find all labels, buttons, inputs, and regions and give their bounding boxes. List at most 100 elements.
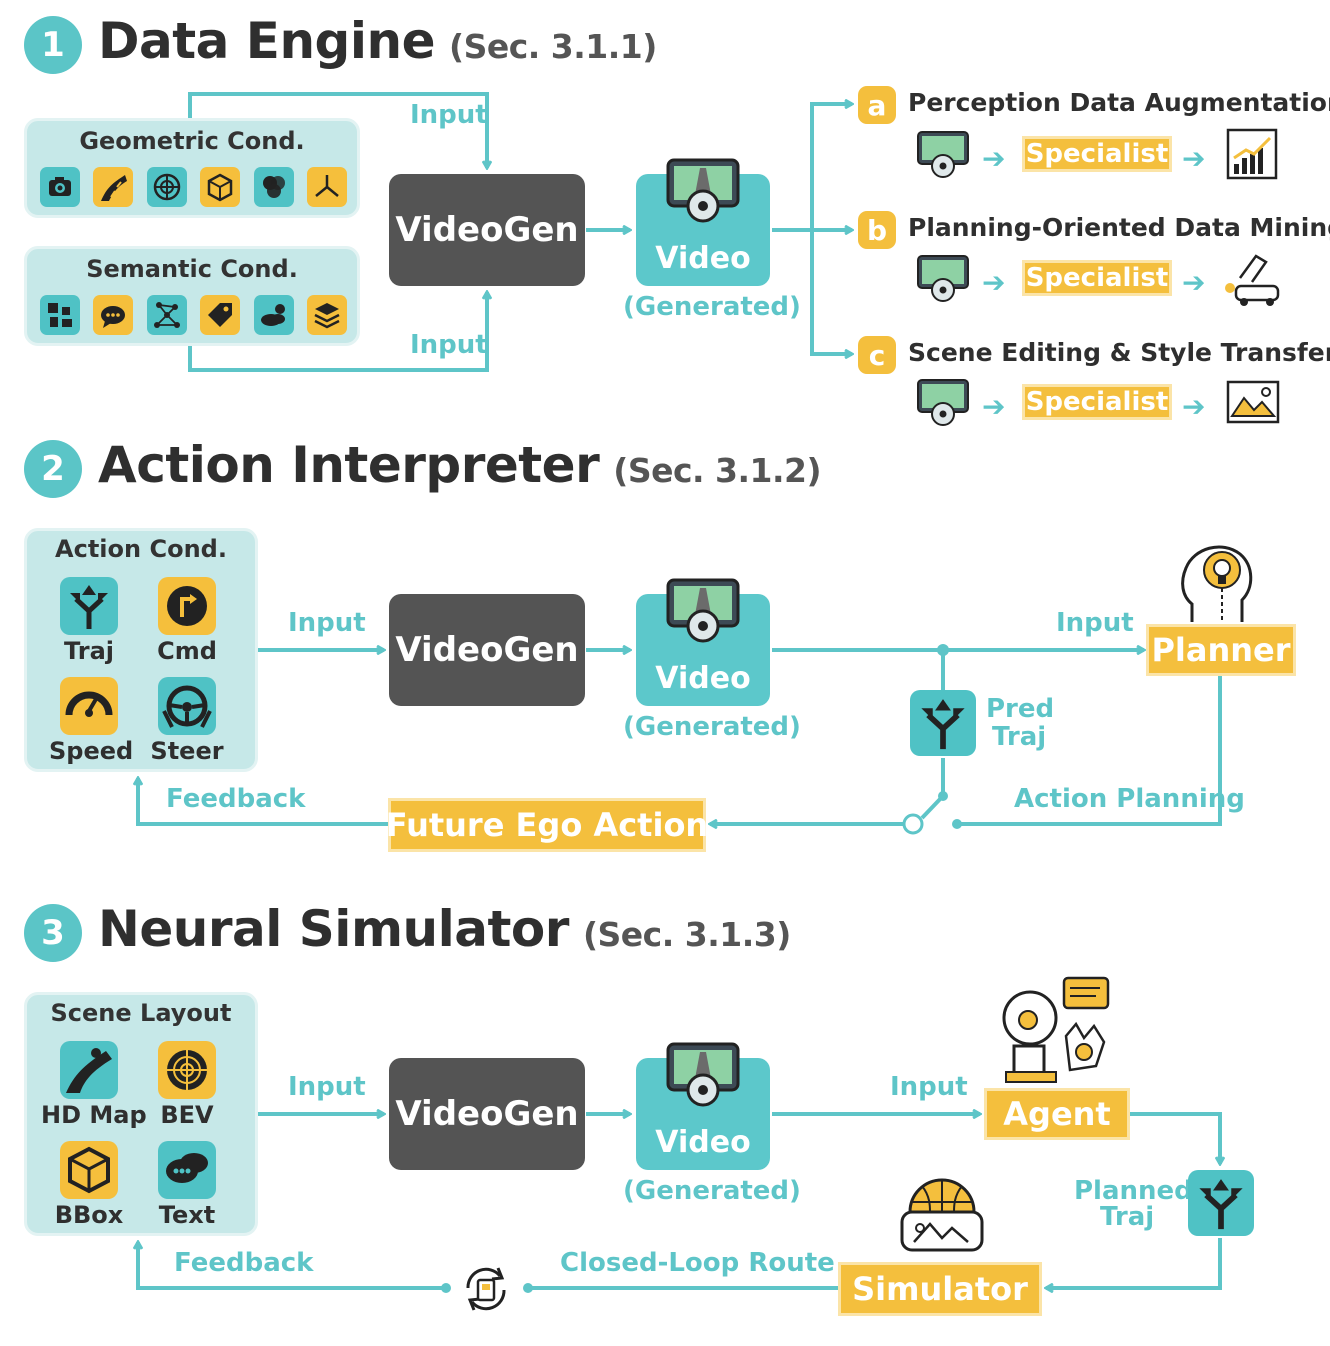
segmentation-icon bbox=[40, 295, 80, 335]
section-3-video-label: Video bbox=[655, 1125, 751, 1160]
task-b-badge: b bbox=[858, 211, 896, 249]
action-planning-label: Action Planning bbox=[1014, 784, 1245, 814]
trajectory-icon bbox=[60, 577, 118, 635]
task-b-label: Planning-Oriented Data Mining bbox=[908, 213, 1330, 242]
refresh-route-icon bbox=[458, 1262, 514, 1320]
section-1-title-text: Data Engine bbox=[98, 12, 435, 70]
dashcam-icon bbox=[666, 158, 740, 223]
globe-simulator-icon bbox=[896, 1166, 988, 1262]
picture-frame-icon bbox=[1222, 376, 1284, 432]
section-3-video-box: Video bbox=[636, 1042, 770, 1170]
section-1-title: Data Engine (Sec. 3.1.1) bbox=[98, 12, 657, 70]
section-2-input-right: Input bbox=[1056, 608, 1134, 638]
section-1-videogen-box: VideoGen bbox=[389, 174, 585, 286]
future-ego-action-box: Future Ego Action bbox=[386, 798, 708, 852]
scene-layout-title: Scene Layout bbox=[50, 999, 232, 1027]
cube-icon bbox=[200, 167, 240, 207]
planned-traj-icon bbox=[1188, 1170, 1254, 1236]
hd-map-icon bbox=[60, 1041, 118, 1099]
crash-car-icon bbox=[1222, 248, 1284, 312]
section-1-input-top: Input bbox=[410, 100, 488, 130]
section-3-title: Neural Simulator (Sec. 3.1.3) bbox=[98, 900, 791, 958]
idea-head-icon bbox=[1178, 534, 1262, 630]
chart-up-icon bbox=[1226, 128, 1278, 184]
camera-icon bbox=[40, 167, 80, 207]
section-3-title-text: Neural Simulator bbox=[98, 900, 569, 958]
speedometer-icon bbox=[60, 677, 118, 735]
section-3-feedback-label: Feedback bbox=[174, 1248, 314, 1278]
section-2-video-box: Video bbox=[636, 578, 770, 706]
scene-item-hdmap: HD Map bbox=[41, 1101, 147, 1129]
geometric-cond-panel: Geometric Cond. bbox=[24, 118, 360, 218]
task-b-specialist: Specialist bbox=[1022, 260, 1172, 296]
action-item-steer: Steer bbox=[150, 737, 224, 765]
section-2-generated-label: (Generated) bbox=[623, 712, 801, 742]
section-2-input-left: Input bbox=[288, 608, 366, 638]
task-a-row bbox=[916, 130, 970, 184]
radar-icon bbox=[147, 167, 187, 207]
action-item-traj: Traj bbox=[64, 637, 114, 665]
section-2-videogen-box: VideoGen bbox=[389, 594, 585, 706]
section-2-video-label: Video bbox=[655, 661, 751, 696]
task-b-row bbox=[916, 254, 970, 308]
section-1-video-box: Video bbox=[636, 158, 770, 286]
section-1-ref: (Sec. 3.1.1) bbox=[448, 27, 657, 66]
arrow-right-icon: ➔ bbox=[1182, 390, 1206, 423]
planned-traj-label: Traj bbox=[1100, 1202, 1155, 1232]
arrow-right-icon: ➔ bbox=[1182, 142, 1206, 175]
section-3-videogen-box: VideoGen bbox=[389, 1058, 585, 1170]
dashcam-small-icon bbox=[917, 379, 969, 426]
command-icon bbox=[158, 577, 216, 635]
task-a-specialist: Specialist bbox=[1022, 136, 1172, 172]
section-2-title-text: Action Interpreter bbox=[98, 436, 600, 494]
robot-agent-icon bbox=[1000, 976, 1114, 1090]
section-1-input-bottom: Input bbox=[410, 330, 488, 360]
section-3-generated-label: (Generated) bbox=[623, 1176, 801, 1206]
task-c-badge: c bbox=[858, 336, 896, 374]
section-3-input-right: Input bbox=[890, 1072, 968, 1102]
tag-icon bbox=[200, 295, 240, 335]
graph-network-icon bbox=[147, 295, 187, 335]
pred-label: Pred bbox=[986, 694, 1055, 724]
semantic-cond-panel: Semantic Cond. bbox=[24, 246, 360, 346]
action-item-cmd: Cmd bbox=[157, 637, 217, 665]
section-1-video-label: Video bbox=[655, 241, 751, 276]
section-1-generated-label: (Generated) bbox=[623, 292, 801, 322]
agent-box: Agent bbox=[984, 1088, 1130, 1140]
action-cond-title: Action Cond. bbox=[55, 535, 227, 563]
planned-label: Planned bbox=[1074, 1176, 1193, 1206]
arrow-right-icon: ➔ bbox=[982, 266, 1006, 299]
section-3-input-left: Input bbox=[288, 1072, 366, 1102]
section-2-number: 2 bbox=[24, 440, 82, 498]
dashcam-small-icon bbox=[917, 255, 969, 302]
layers-icon bbox=[307, 295, 347, 335]
bbox-cube-icon bbox=[60, 1141, 118, 1199]
section-2-ref: (Sec. 3.1.2) bbox=[613, 451, 822, 490]
closed-loop-route-label: Closed-Loop Route bbox=[560, 1248, 835, 1278]
dashcam-icon bbox=[666, 1042, 740, 1107]
section-1-number: 1 bbox=[24, 16, 82, 74]
road-icon bbox=[93, 167, 133, 207]
task-a-badge: a bbox=[858, 86, 896, 124]
arrow-right-icon: ➔ bbox=[1182, 266, 1206, 299]
section-3-number: 3 bbox=[24, 904, 82, 962]
section-3-ref: (Sec. 3.1.3) bbox=[582, 915, 791, 954]
task-c-row bbox=[916, 378, 970, 432]
bev-radar-icon bbox=[158, 1041, 216, 1099]
arrow-right-icon: ➔ bbox=[982, 142, 1006, 175]
text-chat-icon bbox=[158, 1141, 216, 1199]
weather-icon bbox=[254, 295, 294, 335]
planner-box: Planner bbox=[1146, 624, 1296, 676]
section-2-feedback-label: Feedback bbox=[166, 784, 306, 814]
geometric-cond-title: Geometric Cond. bbox=[79, 127, 305, 155]
scene-item-bbox: BBox bbox=[54, 1201, 124, 1229]
dashcam-small-icon bbox=[917, 131, 969, 178]
axes-icon bbox=[307, 167, 347, 207]
task-a-label: Perception Data Augmentation bbox=[908, 88, 1330, 117]
action-cond-panel: Action Cond. Traj Cmd Speed Steer bbox=[24, 528, 258, 772]
steering-wheel-icon bbox=[158, 677, 216, 735]
color-circles-icon bbox=[254, 167, 294, 207]
task-c-specialist: Specialist bbox=[1022, 384, 1172, 420]
chat-bubbles-icon bbox=[93, 295, 133, 335]
